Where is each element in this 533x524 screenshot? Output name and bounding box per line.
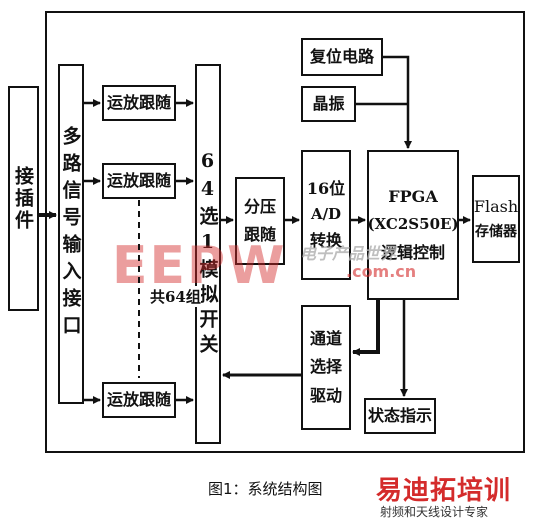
eepw-watermark-site: 电子产品世界: [300, 244, 397, 263]
status-label: 状态指示: [367, 405, 432, 425]
eepw-watermark-domain: .com.cn: [346, 262, 417, 281]
adc-line-2: A/D: [310, 205, 342, 224]
divider-block: 分压 跟随: [235, 177, 285, 265]
fpga-block: FPGA (XC2S50E) 逻辑控制: [367, 150, 459, 300]
divider-line-1: 分压: [243, 196, 276, 216]
mux-input-block: 多路信号输入接口: [58, 64, 84, 404]
flash-line-1: Flash: [473, 196, 519, 216]
follower-box-2: 运放跟随: [102, 163, 176, 199]
follower-label-1: 运放跟随: [106, 92, 171, 112]
follower-box-1: 运放跟随: [102, 85, 176, 121]
figure-caption: 图1：系统结构图: [208, 480, 323, 498]
fpga-line-2: (XC2S50E): [367, 215, 459, 234]
adc-line-3: 转换: [309, 230, 342, 250]
brand-watermark-subtitle: 射频和天线设计专家: [380, 505, 489, 519]
channel-drive-line-3: 驱动: [309, 385, 342, 405]
channel-drive-block: 通道 选择 驱动: [301, 305, 351, 430]
analog-switch-block: 64选1模拟开关: [195, 64, 221, 444]
follower-label-3: 运放跟随: [106, 389, 171, 409]
flash-line-2: 存储器: [475, 224, 517, 241]
crystal-block: 晶振: [301, 86, 356, 122]
flash-block: Flash 存储器: [472, 175, 520, 263]
adc-line-1: 16位: [306, 178, 346, 198]
divider-line-2: 跟随: [243, 225, 276, 244]
status-block: 状态指示: [364, 398, 436, 434]
channel-drive-line-2: 选择: [309, 357, 342, 377]
reset-block: 复位电路: [301, 38, 383, 76]
fpga-line-3: 逻辑控制: [380, 242, 445, 262]
connector-label: 接插件: [12, 165, 34, 232]
mux-input-label: 多路信号输入接口: [59, 126, 82, 342]
brand-watermark: 易迪拓培训: [376, 476, 512, 506]
follower-label-2: 运放跟随: [106, 170, 171, 190]
eepw-watermark-logo: EEPW: [112, 236, 287, 296]
follower-box-3: 运放跟随: [102, 382, 176, 418]
connector-block: 接插件: [8, 86, 39, 311]
system-frame: [45, 11, 525, 453]
crystal-label: 晶振: [312, 93, 345, 113]
reset-label: 复位电路: [309, 46, 374, 66]
channel-drive-line-1: 通道: [309, 328, 342, 348]
fpga-line-1: FPGA: [388, 186, 438, 206]
analog-switch-label: 64选1模拟开关: [196, 149, 219, 359]
group-note: 共64组: [150, 286, 201, 307]
adc-block: 16位 A/D 转换: [301, 150, 351, 280]
